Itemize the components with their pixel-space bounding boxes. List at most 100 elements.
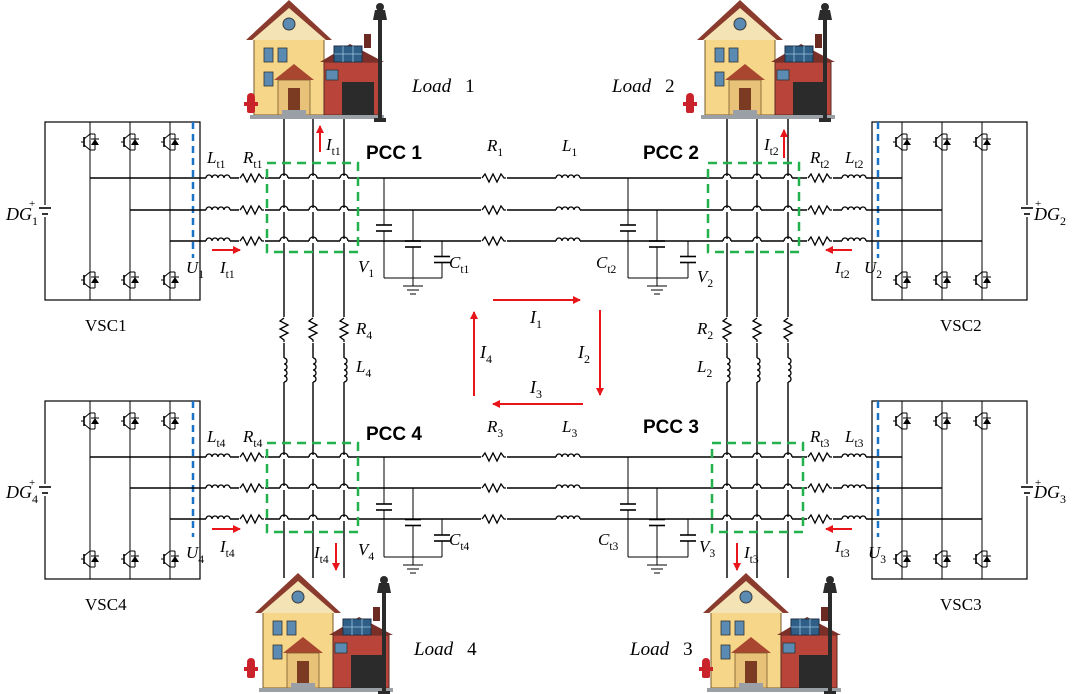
inductor-bg xyxy=(283,358,291,382)
resistor xyxy=(338,317,350,342)
label-base: L xyxy=(206,148,216,167)
label-sub: 4 xyxy=(198,553,204,566)
label-sub: 3 xyxy=(571,427,577,440)
ground-icon xyxy=(646,277,668,295)
label-base: I xyxy=(313,543,321,562)
crossover-bg xyxy=(753,176,761,180)
crossover-bg xyxy=(753,208,761,212)
crossover xyxy=(308,205,318,211)
crossover xyxy=(722,483,732,489)
component-label: Ct1 xyxy=(449,253,470,276)
crossover xyxy=(722,236,732,242)
component-label: U1 xyxy=(186,258,204,281)
resistor xyxy=(239,204,264,216)
label-base: V xyxy=(699,537,712,556)
component-label: It1 xyxy=(219,258,235,281)
vsc-label-4: VSC4 xyxy=(85,595,127,614)
inductor xyxy=(726,357,731,383)
label-base: R xyxy=(486,136,498,155)
dg-label-2: DG2 xyxy=(1033,204,1066,228)
crossover-bg xyxy=(280,208,288,212)
resistor xyxy=(278,317,290,342)
crossover-bg xyxy=(280,176,288,180)
resistor xyxy=(239,513,264,525)
inductor xyxy=(787,357,792,383)
resistor-bg xyxy=(807,483,833,493)
label-base: C xyxy=(598,530,610,549)
crossover-bg xyxy=(340,455,348,459)
crossover-bg xyxy=(340,176,348,180)
igbt-switch-icon xyxy=(892,408,912,434)
component-label: U4 xyxy=(186,543,204,566)
crossover-bg xyxy=(723,486,731,490)
crossover xyxy=(339,452,349,458)
label-sub: 1 xyxy=(571,146,577,159)
label-base: U xyxy=(186,258,200,277)
label-base: I xyxy=(834,258,842,277)
inductor-bg xyxy=(787,358,795,382)
resistor-bg xyxy=(481,205,507,215)
label-base: L xyxy=(844,148,854,167)
resistor-bg xyxy=(239,483,265,493)
crossover-bg xyxy=(340,208,348,212)
label-base: U xyxy=(868,543,882,562)
house-icon xyxy=(699,572,842,694)
crossover-bg xyxy=(309,486,317,490)
component-label: V3 xyxy=(699,537,715,560)
house-icon xyxy=(244,572,394,694)
component-label: Lt1 xyxy=(206,148,226,171)
label-base: R xyxy=(809,148,821,167)
label-base: V xyxy=(358,257,371,276)
label-sub: t3 xyxy=(854,437,863,450)
igbt-switch-icon xyxy=(932,546,952,572)
dc-source-bg xyxy=(39,484,51,496)
igbt-switch-icon xyxy=(892,546,912,572)
label-base: I xyxy=(834,537,842,556)
crossover xyxy=(752,514,762,520)
crossover xyxy=(752,452,762,458)
component-label: L3 xyxy=(561,417,577,440)
resistor xyxy=(721,317,733,342)
igbt-switch-icon xyxy=(892,267,912,293)
label-base: I xyxy=(743,543,751,562)
crossover-bg xyxy=(340,517,348,521)
crossover xyxy=(279,173,289,179)
inductor-bg xyxy=(206,512,230,520)
resistor-bg xyxy=(481,173,507,183)
inductor xyxy=(205,453,231,458)
inductor xyxy=(841,237,867,242)
crossover xyxy=(752,236,762,242)
igbt-switch-icon xyxy=(80,408,100,434)
crossover-bg xyxy=(753,517,761,521)
crossover xyxy=(339,173,349,179)
crossover xyxy=(339,483,349,489)
resistor-bg xyxy=(807,236,833,246)
label-sub: t3 xyxy=(841,547,850,560)
crossover xyxy=(279,236,289,242)
label-base: R xyxy=(696,319,708,338)
inductor xyxy=(841,453,867,458)
inductor xyxy=(841,484,867,489)
resistor-bg xyxy=(807,514,833,524)
crossover xyxy=(308,236,318,242)
inductor-bg xyxy=(556,450,580,458)
label-base: L xyxy=(844,427,854,446)
component-label: V2 xyxy=(697,267,713,290)
label-sub: 2 xyxy=(707,277,713,290)
crossover-bg xyxy=(784,176,792,180)
crossover-bg xyxy=(723,208,731,212)
igbt-switch-icon xyxy=(80,546,100,572)
inductor-bg xyxy=(206,203,230,211)
label-base: L xyxy=(696,357,706,376)
label-base: I xyxy=(219,537,227,556)
ground-icon xyxy=(402,277,424,295)
house-icon xyxy=(244,0,387,122)
label-sub: t1 xyxy=(460,263,469,276)
label-base: V xyxy=(697,267,710,286)
inductor-bg xyxy=(842,234,866,242)
resistor-bg xyxy=(308,317,318,343)
pcc-label-2: PCC 2 xyxy=(643,143,699,164)
inductor-bg xyxy=(556,171,580,179)
component-label: U2 xyxy=(864,258,882,281)
